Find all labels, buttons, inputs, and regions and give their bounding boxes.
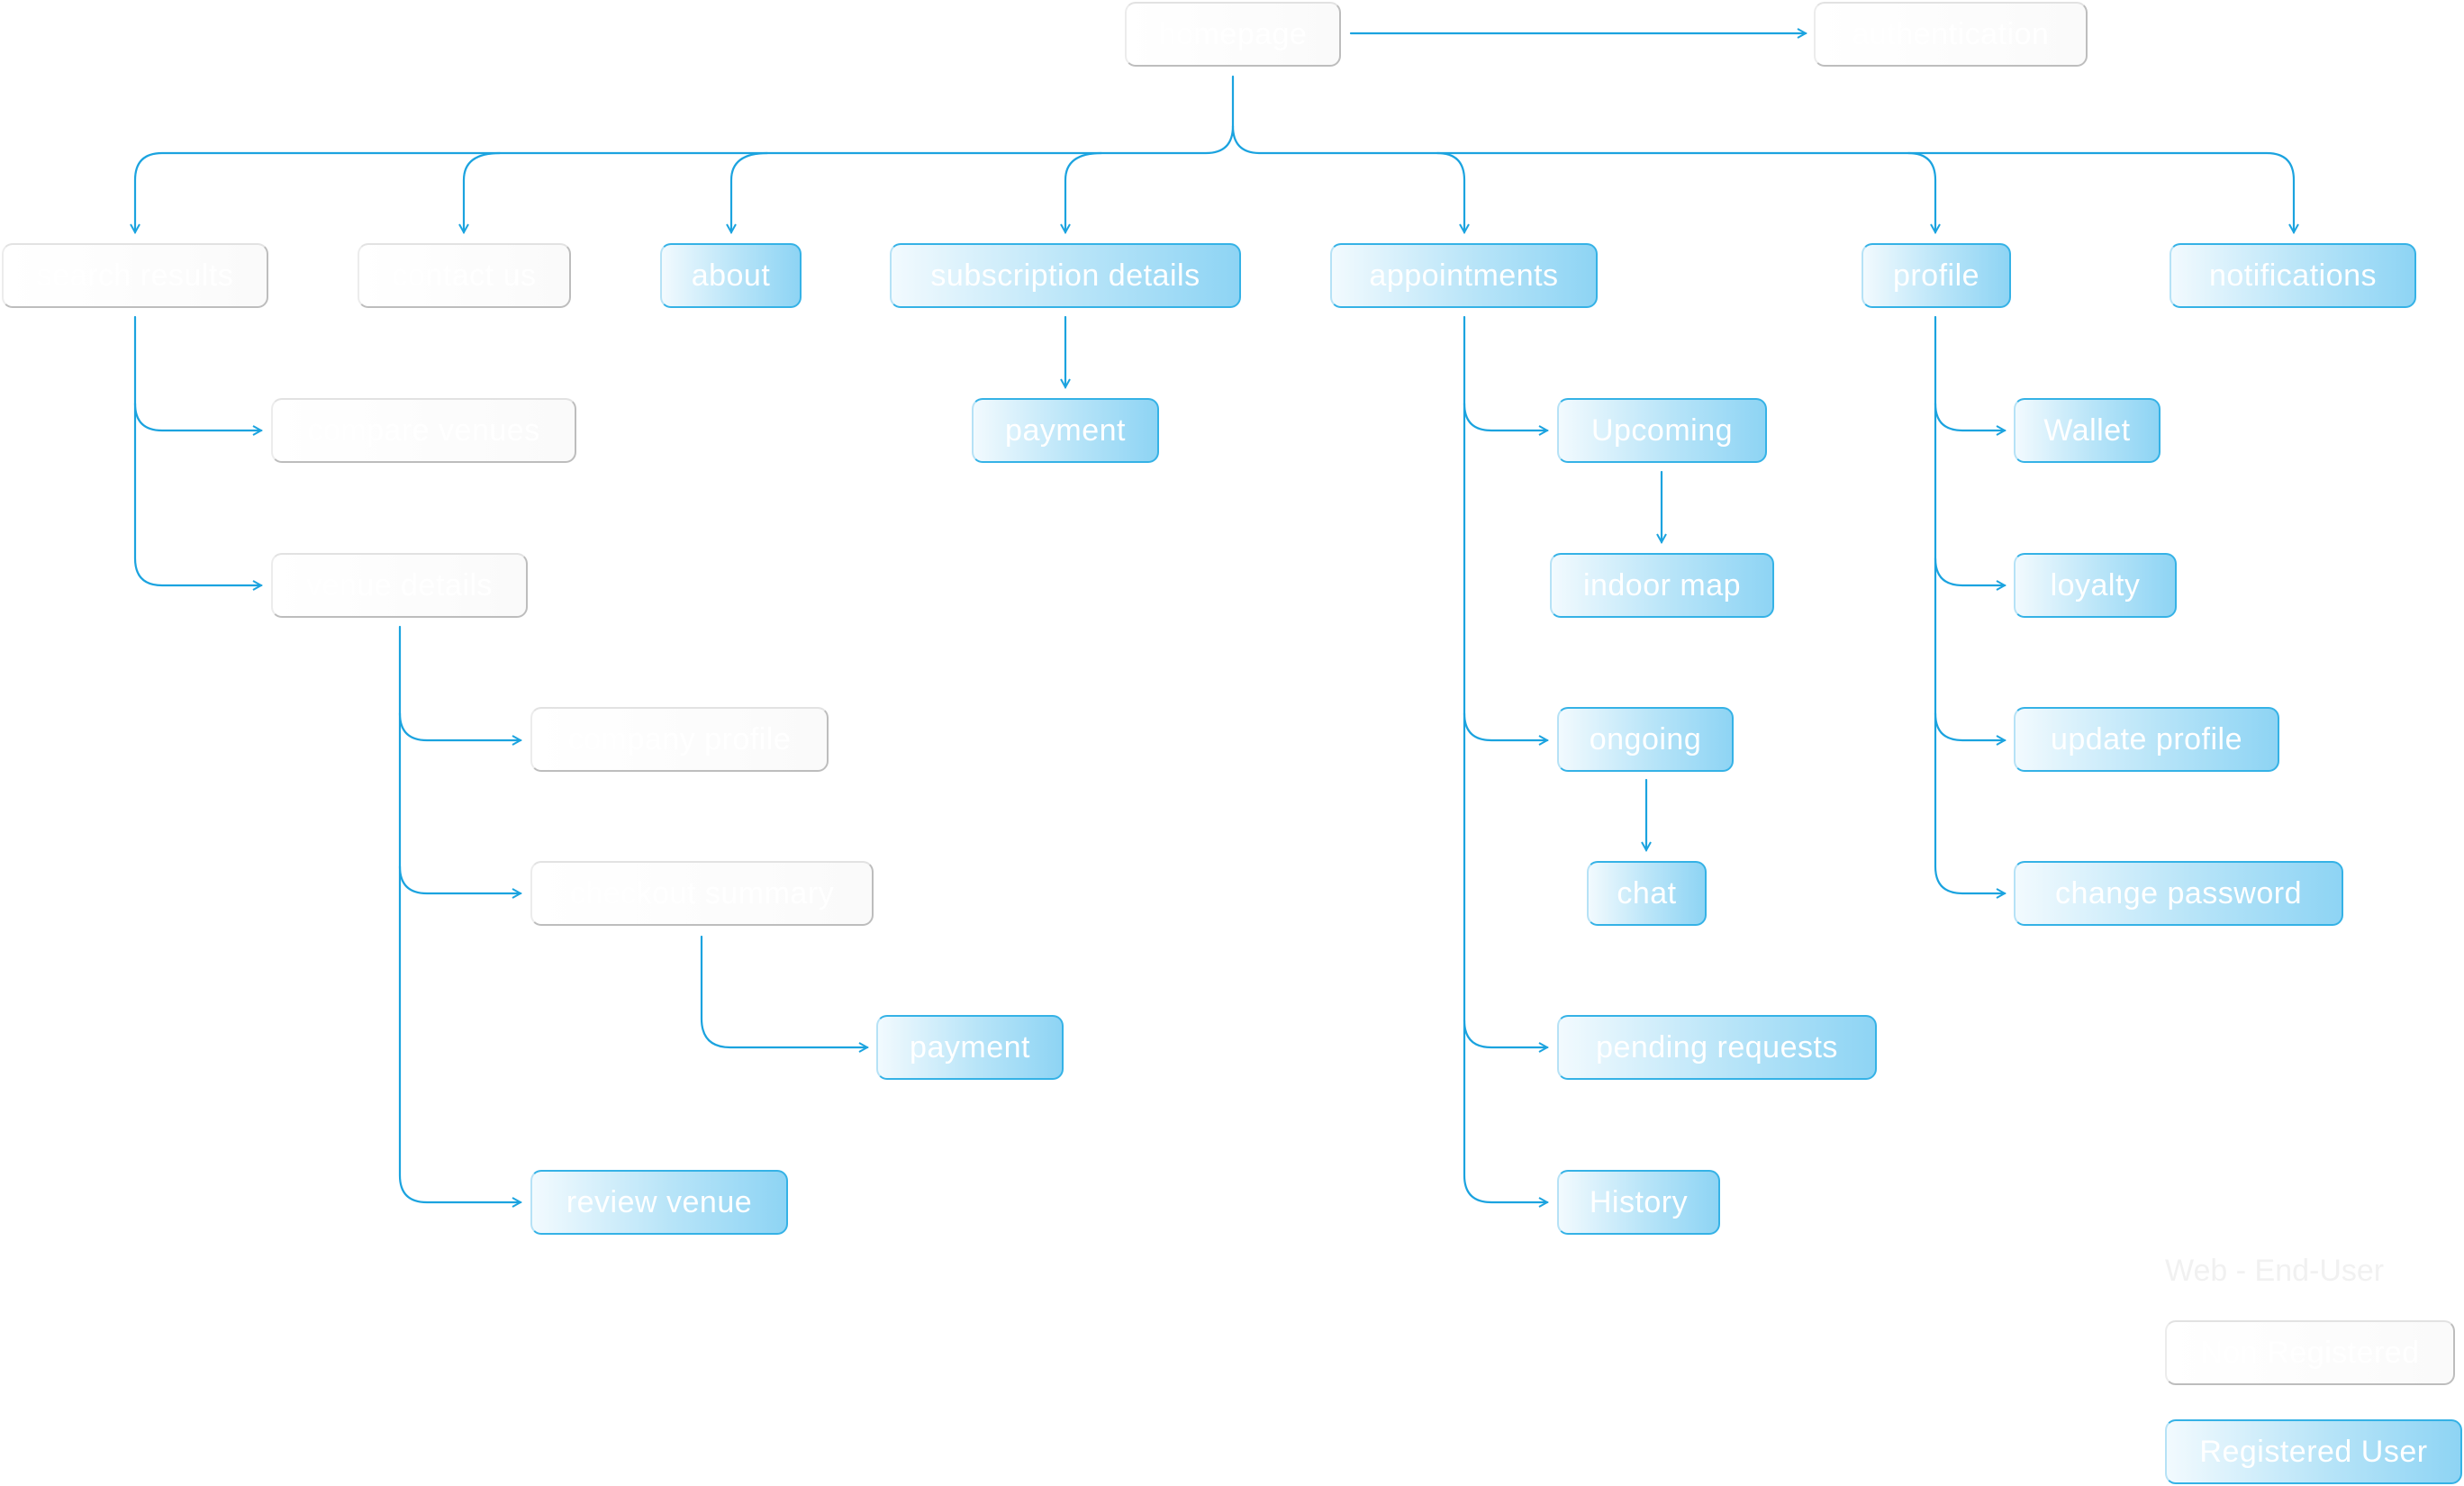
legend-non-registered: Non Registered	[2165, 1320, 2455, 1385]
legend-registered: Registered User	[2165, 1419, 2462, 1484]
legend-title: Web - End-User	[2165, 1254, 2385, 1288]
connector-appointments	[1231, 124, 1464, 232]
node-homepage: homepage	[1125, 2, 1341, 67]
node-authentication: authentication	[1814, 2, 2088, 67]
connector-venue-details	[133, 402, 261, 585]
node-update-profile: update profile	[2014, 707, 2279, 772]
connector-history	[1463, 1019, 1547, 1202]
connector-search-results	[135, 124, 1235, 232]
connector-profile	[1436, 151, 1935, 232]
node-compare-venues: compare venues	[271, 398, 576, 463]
node-contact-us: contact us	[358, 243, 571, 308]
node-wallet: Wallet	[2014, 398, 2161, 463]
node-pending-requests: pending requests	[1557, 1015, 1877, 1080]
node-search-results: search results	[2, 243, 268, 308]
connector-wallet	[1934, 315, 2005, 430]
node-chat: chat	[1587, 861, 1707, 926]
connector-subscription-details	[1065, 151, 1103, 232]
connector-compare-venues	[133, 315, 261, 430]
connector-change-password	[1934, 711, 2005, 893]
connector-company-profile	[398, 625, 521, 740]
node-appointments: appointments	[1330, 243, 1598, 308]
node-subscription-details: subscription details	[890, 243, 1241, 308]
connector-ongoing	[1463, 402, 1547, 740]
node-company-profile: company profile	[530, 707, 829, 772]
node-notifications: notifications	[2170, 243, 2416, 308]
connector-review-venue	[398, 865, 521, 1202]
node-indoor-map: indoor map	[1550, 553, 1774, 618]
node-ongoing: ongoing	[1557, 707, 1734, 772]
node-review-venue: review venue	[530, 1170, 788, 1235]
connector-notifications	[1907, 151, 2294, 232]
node-payment-subscription: payment	[972, 398, 1159, 463]
node-profile: profile	[1862, 243, 2011, 308]
node-upcoming: Upcoming	[1557, 398, 1767, 463]
node-venue-details: venue details	[271, 553, 528, 618]
node-loyalty: loyalty	[2014, 553, 2177, 618]
node-payment-checkout: payment	[876, 1015, 1064, 1080]
connector-about	[731, 151, 769, 232]
node-about: about	[660, 243, 802, 308]
connector-upcoming	[1463, 315, 1547, 430]
connector-payment-checkout	[700, 935, 867, 1047]
node-checkout-summary: checkout summary	[530, 861, 874, 926]
connector-pending-requests	[1463, 711, 1547, 1047]
node-history: History	[1557, 1170, 1720, 1235]
connector-contact-us	[464, 151, 502, 232]
node-change-password: change password	[2014, 861, 2343, 926]
